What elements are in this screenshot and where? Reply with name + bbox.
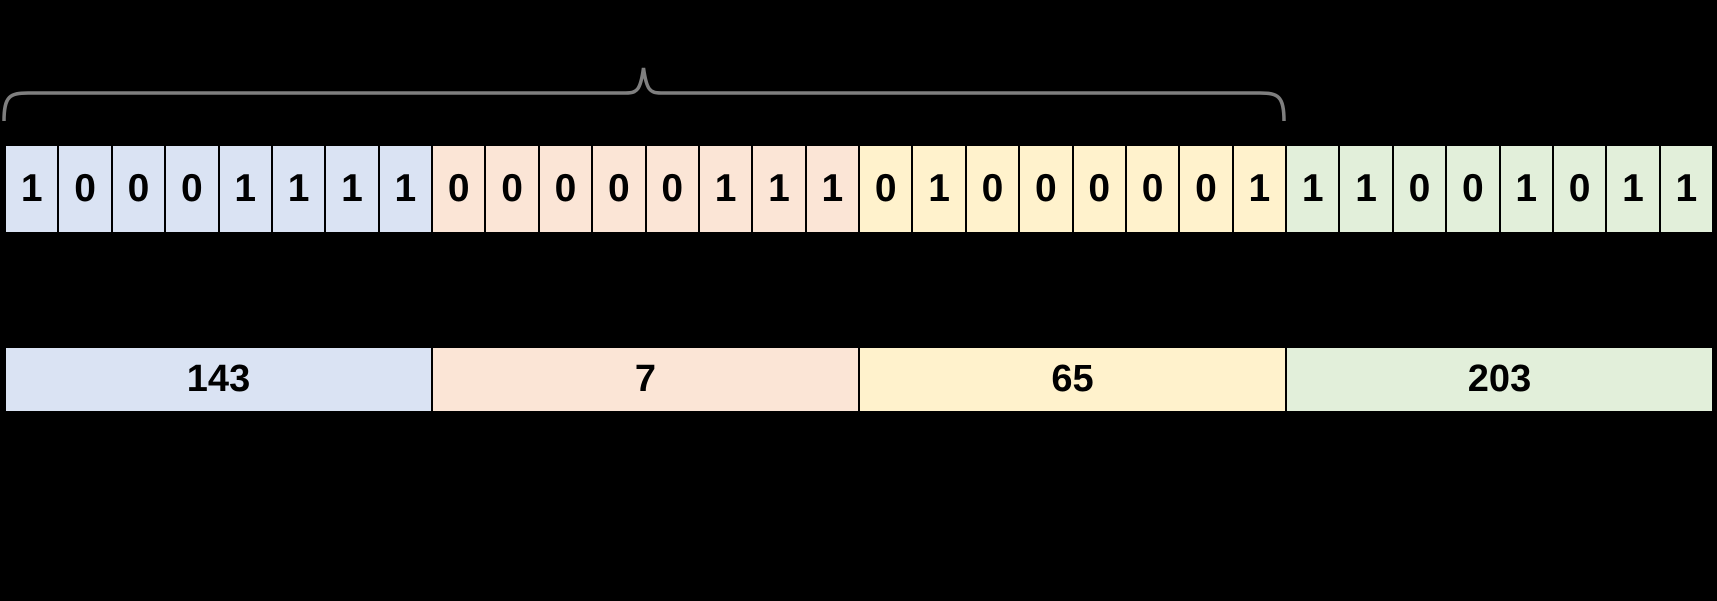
bit-cell: 0 xyxy=(1445,146,1498,232)
bit-cell: 0 xyxy=(1178,146,1231,232)
bit-cell: 1 xyxy=(324,146,377,232)
bit-cell: 1 xyxy=(804,146,858,232)
bit-cell: 0 xyxy=(1391,146,1445,232)
bit-cell: 1 xyxy=(1301,167,1324,210)
bit-cell: 1 xyxy=(217,146,271,232)
decimal-octet-4: 203 xyxy=(1285,348,1712,411)
decimal-octet-row: 143 7 65 203 xyxy=(4,346,1714,413)
binary-octet-2: 0 0 0 0 0 1 1 1 xyxy=(431,146,858,232)
bit-cell: 1 xyxy=(1498,146,1552,232)
binary-bit-row: 1 0 0 0 1 1 1 1 0 0 0 0 0 1 1 1 0 1 0 0 … xyxy=(4,144,1714,234)
bit-cell: 1 xyxy=(697,146,751,232)
bit-cell: 1 xyxy=(377,146,431,232)
bit-cell: 0 xyxy=(537,146,591,232)
decimal-octet-1: 143 xyxy=(6,348,431,411)
curly-brace-icon xyxy=(2,67,1286,122)
bit-cell: 0 xyxy=(591,146,644,232)
bit-cell: 0 xyxy=(1551,146,1605,232)
bit-cell: 0 xyxy=(110,146,164,232)
bit-cell: 0 xyxy=(1071,146,1125,232)
bit-cell: 1 xyxy=(751,146,804,232)
bit-cell: 0 xyxy=(57,146,110,232)
bit-cell: 1 xyxy=(20,167,43,210)
bit-cell: 1 xyxy=(270,146,324,232)
binary-octet-1: 1 0 0 0 1 1 1 1 xyxy=(6,146,431,232)
bit-cell: 0 xyxy=(874,167,897,210)
binary-octet-3: 0 1 0 0 0 0 0 1 xyxy=(858,146,1285,232)
bit-cell: 0 xyxy=(644,146,698,232)
decimal-octet-2: 7 xyxy=(431,348,858,411)
bit-cell: 1 xyxy=(1658,146,1712,232)
bit-cell: 1 xyxy=(1605,146,1658,232)
bit-cell: 0 xyxy=(164,146,217,232)
bit-cell: 0 xyxy=(484,146,537,232)
decimal-octet-3: 65 xyxy=(858,348,1285,411)
bit-cell: 1 xyxy=(1231,146,1285,232)
binary-octet-4: 1 1 0 0 1 0 1 1 xyxy=(1285,146,1712,232)
bit-cell: 1 xyxy=(911,146,964,232)
bit-cell: 0 xyxy=(1124,146,1178,232)
bit-cell: 1 xyxy=(1338,146,1391,232)
bit-cell: 0 xyxy=(1018,146,1071,232)
bit-cell: 0 xyxy=(447,167,470,210)
bit-cell: 0 xyxy=(964,146,1018,232)
